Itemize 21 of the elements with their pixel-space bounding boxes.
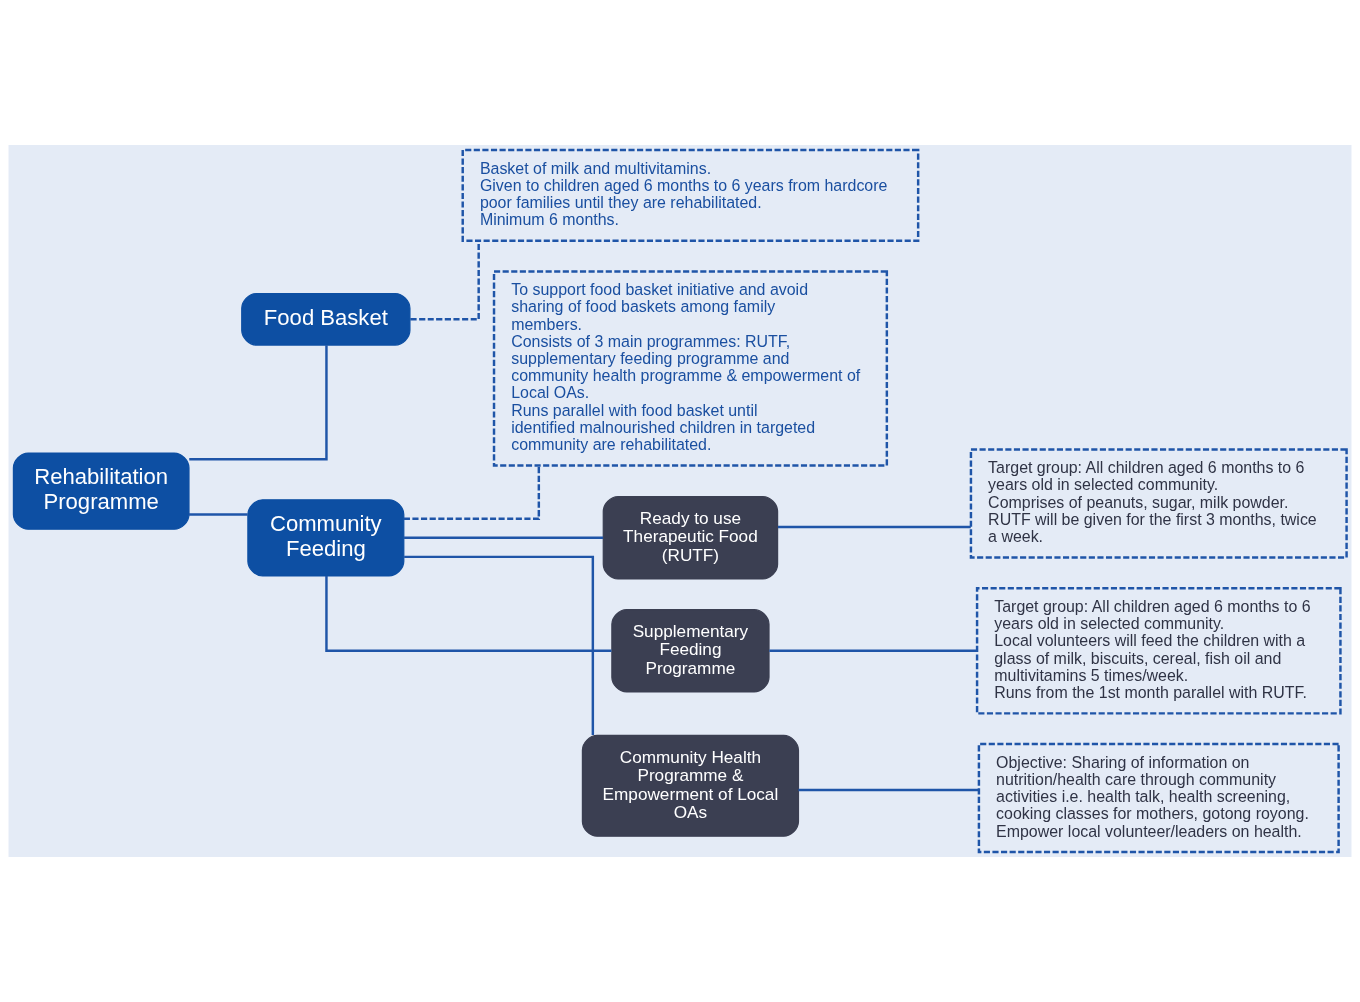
node-box: To support food basket initiative and avoid sharing of food baskets among family members. Consists of 3 main programmes: RUTF, supplementary feeding programme and community health programme & empowerment of Local OAs. Runs parallel with food basket until identified malnourished children in targeted community are rehabilitated. [492,270,889,467]
connector [769,649,977,652]
connector [798,788,979,792]
node-box: Rehabilitation Programme [12,452,190,530]
connector [404,536,604,540]
node-box: Food Basket [241,292,411,346]
node-box: Community Health Programme & Empowerment of Local OAs [581,734,800,837]
connector [189,513,248,516]
connector [403,465,541,521]
node-box: Basket of milk and multivitamins. Given to children aged 6 months to 6 years from hardcore poor families until they are rehabilitated. Minimum 6 months. [461,148,920,242]
connector [777,525,971,529]
node-box: Objective: Sharing of information on nutrition/health care through community activities i.e. health talk, health screening, cooking classes for mothers, gotong royong. Empower local volunteer/leaders on health. [977,742,1340,854]
connector [404,555,595,735]
connector [410,240,480,321]
connector [189,345,328,461]
node-box: Ready to use Therapeutic Food (RUTF) [602,496,779,580]
node-box: Target group: All children aged 6 months to 6 years old in selected community. Local volunteers will feed the children with a glass of milk, biscuits, cereal, fish oil and multivitamins 5 times/week. Runs from the 1st month parallel with RUTF. [975,586,1342,715]
node-box: Target group: All children aged 6 months to 6 years old in selected community. Comprises of peanuts, sugar, milk powder. RUTF will be given for the first 3 months, twice a week. [969,448,1348,559]
node-box: Community Feeding [247,499,405,577]
connector [325,576,612,652]
node-box: Supplementary Feeding Programme [611,609,770,693]
